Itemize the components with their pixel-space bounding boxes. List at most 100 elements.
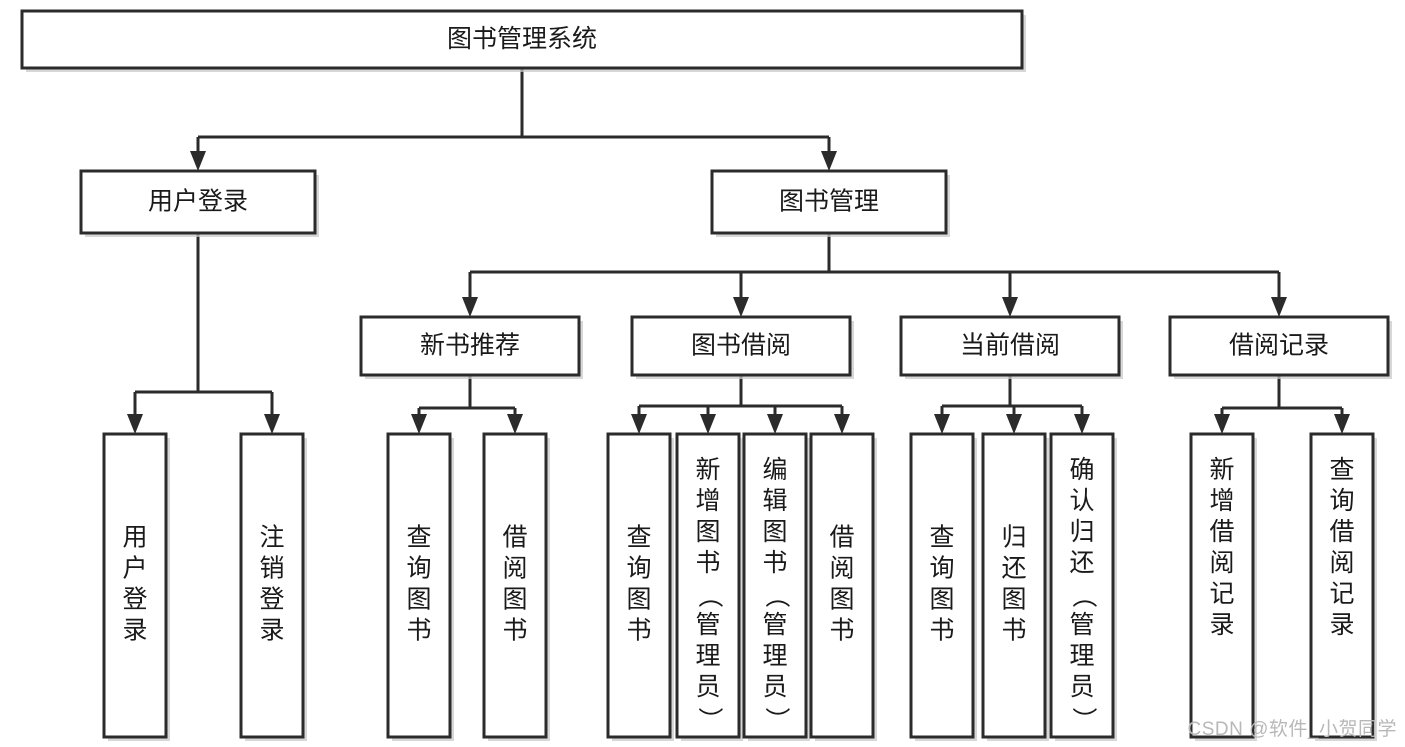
arrow-head-icon bbox=[264, 414, 280, 434]
node-label-char: 记 bbox=[1209, 580, 1234, 608]
node-box[interactable] bbox=[20, 9, 1024, 70]
connector-group-bookmgmt-children bbox=[462, 233, 1287, 317]
arrow-head-icon bbox=[1002, 297, 1018, 317]
node-label-char: 用 bbox=[122, 524, 147, 552]
connector-group-currentborrow-children bbox=[934, 375, 1090, 434]
node-label-char: 书 bbox=[762, 549, 787, 577]
connector-group-userlogin-children bbox=[127, 233, 280, 434]
node-root[interactable]: 图书管理系统 bbox=[20, 9, 1026, 72]
node-box[interactable] bbox=[1168, 315, 1390, 377]
node-box[interactable] bbox=[79, 169, 317, 235]
node-label-char: 归 bbox=[1001, 524, 1026, 552]
node-label-char: 员 bbox=[1069, 673, 1094, 701]
arrow-head-icon bbox=[507, 414, 523, 434]
node-box[interactable] bbox=[981, 432, 1047, 739]
node-label-char: 理 bbox=[762, 642, 787, 670]
node-label-char: 查 bbox=[929, 524, 954, 552]
node-label: 当前借阅 bbox=[960, 332, 1060, 360]
node-label-char: （ bbox=[695, 583, 723, 608]
arrow-head-icon bbox=[1074, 414, 1090, 434]
node-box[interactable] bbox=[386, 432, 452, 739]
node-label-char: （ bbox=[1069, 583, 1097, 608]
node-label-char: 归 bbox=[1069, 518, 1094, 546]
node-label: 图书管理 bbox=[779, 188, 879, 216]
node-label-char: 录 bbox=[122, 617, 147, 645]
node-box[interactable] bbox=[606, 432, 672, 739]
connectors-layer bbox=[127, 68, 1350, 434]
arrow-head-icon bbox=[1006, 414, 1022, 434]
watermark-text: CSDN @软件_小贺同学 bbox=[1187, 719, 1397, 740]
node-label: 图书管理系统 bbox=[447, 25, 597, 53]
node-label-char: 书 bbox=[695, 549, 720, 577]
node-box[interactable] bbox=[1309, 432, 1375, 739]
connector-group-newbook-children bbox=[411, 375, 523, 434]
node-n-borrow-record[interactable]: 借阅记录 bbox=[1168, 315, 1392, 379]
arrow-head-icon bbox=[1334, 414, 1350, 434]
node-box[interactable] bbox=[809, 432, 875, 739]
node-label-char: 管 bbox=[695, 611, 720, 639]
node-label-char: 书 bbox=[406, 617, 431, 645]
node-label-char: ） bbox=[695, 707, 723, 732]
node-label-char: 辑 bbox=[762, 487, 787, 515]
node-box[interactable] bbox=[1049, 432, 1115, 739]
node-label-char: 录 bbox=[1209, 611, 1234, 639]
node-box[interactable] bbox=[909, 432, 975, 739]
node-label-char: 书 bbox=[1001, 617, 1026, 645]
node-label-char: 询 bbox=[406, 555, 431, 583]
node-label-char: 图 bbox=[626, 586, 651, 614]
node-label: 用户登录 bbox=[148, 188, 248, 216]
node-label-char: 借 bbox=[829, 524, 854, 552]
node-label-char: 借 bbox=[1329, 518, 1354, 546]
node-n-book-borrow[interactable]: 图书借阅 bbox=[630, 315, 854, 379]
node-l-user-login[interactable]: 用户登录 bbox=[102, 432, 170, 741]
node-label-char: 录 bbox=[259, 617, 284, 645]
node-label-char: 图 bbox=[695, 518, 720, 546]
node-box[interactable] bbox=[239, 432, 305, 739]
node-label-char: 借 bbox=[502, 524, 527, 552]
node-box[interactable] bbox=[710, 169, 948, 235]
node-box[interactable] bbox=[742, 432, 808, 739]
node-label-char: 阅 bbox=[829, 555, 854, 583]
arrow-head-icon bbox=[700, 414, 716, 434]
node-label-char: 增 bbox=[1209, 487, 1234, 515]
node-label-char: 图 bbox=[762, 518, 787, 546]
node-box[interactable] bbox=[630, 315, 852, 377]
node-label-char: 管 bbox=[1069, 611, 1094, 639]
node-label-char: 理 bbox=[695, 642, 720, 670]
node-label-char: 录 bbox=[1329, 611, 1354, 639]
node-n-book-mgmt[interactable]: 图书管理 bbox=[710, 169, 950, 237]
node-n-current-borrow[interactable]: 当前借阅 bbox=[899, 315, 1123, 379]
node-n-new-book-rec[interactable]: 新书推荐 bbox=[359, 315, 583, 379]
arrow-head-icon bbox=[767, 414, 783, 434]
arrow-head-icon bbox=[127, 414, 143, 434]
node-box[interactable] bbox=[482, 432, 548, 739]
node-n-user-login[interactable]: 用户登录 bbox=[79, 169, 319, 237]
node-label-char: 员 bbox=[695, 673, 720, 701]
node-box[interactable] bbox=[675, 432, 741, 739]
arrow-head-icon bbox=[1214, 414, 1230, 434]
node-label-char: 询 bbox=[1329, 487, 1354, 515]
node-box[interactable] bbox=[899, 315, 1121, 377]
node-box[interactable] bbox=[102, 432, 168, 739]
node-box[interactable] bbox=[359, 315, 581, 377]
arrow-head-icon bbox=[821, 151, 837, 171]
connector-group-root-children bbox=[190, 68, 837, 171]
node-box[interactable] bbox=[1189, 432, 1255, 739]
arrow-head-icon bbox=[411, 414, 427, 434]
node-label-char: 图 bbox=[502, 586, 527, 614]
node-label-char: 注 bbox=[259, 524, 284, 552]
node-label-char: 记 bbox=[1329, 580, 1354, 608]
node-label-char: 还 bbox=[1069, 549, 1094, 577]
